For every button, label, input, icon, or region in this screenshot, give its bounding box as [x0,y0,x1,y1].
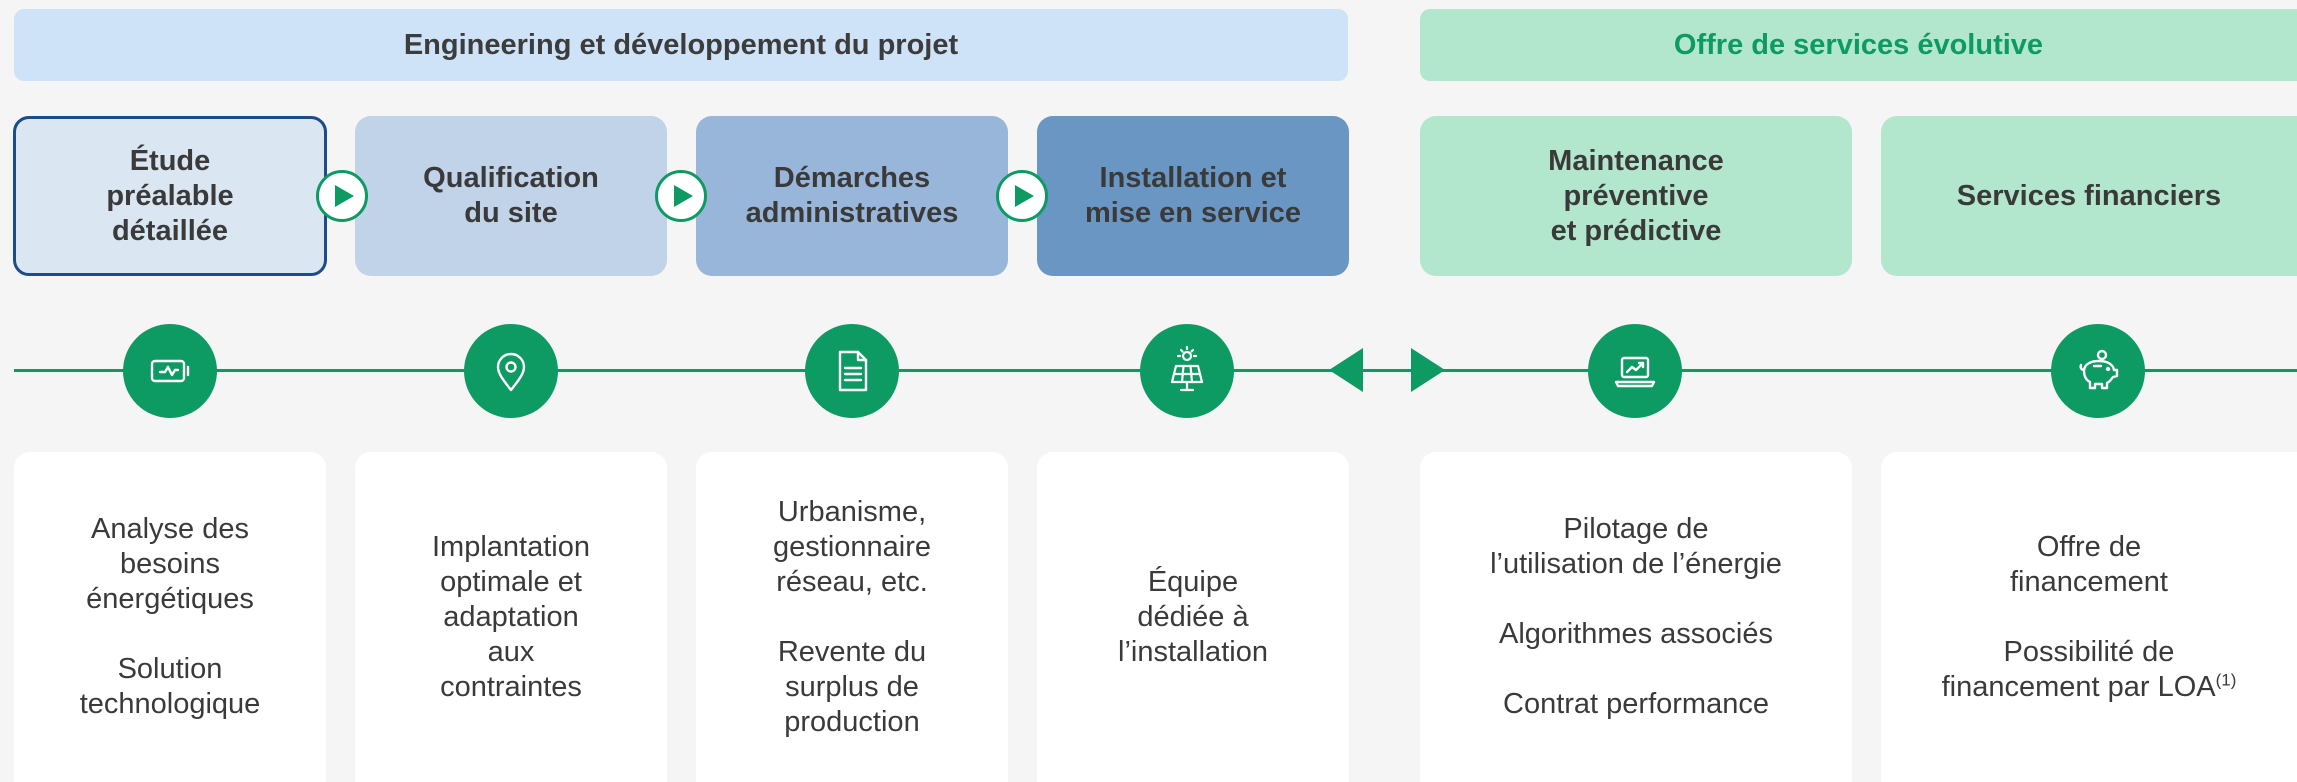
card-text: Implantation optimale et adaptation aux … [432,530,590,703]
card-text: Revente du surplus de production [777,635,927,738]
play-arrow-icon [316,170,368,222]
step-installation: Installation et mise en service [1037,116,1349,276]
card-installation: Équipe dédiée à l’installation [1037,452,1349,782]
engineering-banner: Engineering et développement du projet [14,9,1348,81]
arrow-left-icon [1329,348,1363,392]
location-pin-icon [464,324,558,418]
play-arrow-icon [996,170,1048,222]
card-text: Solution technologique [79,653,261,720]
card-text: Pilotage de l’utilisation de l’énergie [1490,513,1782,580]
footnote-marker: (1) [2215,669,2237,689]
card-maintenance: Pilotage de l’utilisation de l’énergie A… [1420,452,1852,782]
services-banner: Offre de services évolutive [1420,9,2297,81]
card-text: Analyse des besoins énergétiques [86,513,254,615]
battery-icon [123,324,217,418]
card-text: Équipe dédiée à l’installation [1118,565,1268,668]
card-services-financiers: Offre de financement Possibilité de fina… [1881,452,2297,782]
step-etude-prealable: Étude préalable détaillée [13,116,327,276]
document-icon [805,324,899,418]
card-text: Urbanisme, gestionnaire réseau, etc. [773,495,931,598]
card-text: Offre de financement [2010,530,2168,598]
step-services-financiers: Services financiers [1881,116,2297,276]
arrow-right-icon [1411,348,1445,392]
step-maintenance: Maintenance préventive et prédictive [1420,116,1852,276]
card-demarches: Urbanisme, gestionnaire réseau, etc. Rev… [696,452,1008,782]
piggy-bank-icon [2051,324,2145,418]
card-text: Algorithmes associés [1499,618,1773,650]
card-text: Possibilité de financement par LOA [1941,635,2216,703]
play-arrow-icon [655,170,707,222]
step-demarches-administratives: Démarches administratives [696,116,1008,276]
card-text: Contrat performance [1503,688,1769,720]
laptop-chart-icon [1588,324,1682,418]
card-text-loa: Possibilité de financement par LOA(1) [1942,635,2237,705]
step-qualification-site: Qualification du site [355,116,667,276]
card-qualification: Implantation optimale et adaptation aux … [355,452,667,782]
card-etude: Analyse des besoins énergétiques Solutio… [14,452,326,782]
solar-panel-icon [1140,324,1234,418]
